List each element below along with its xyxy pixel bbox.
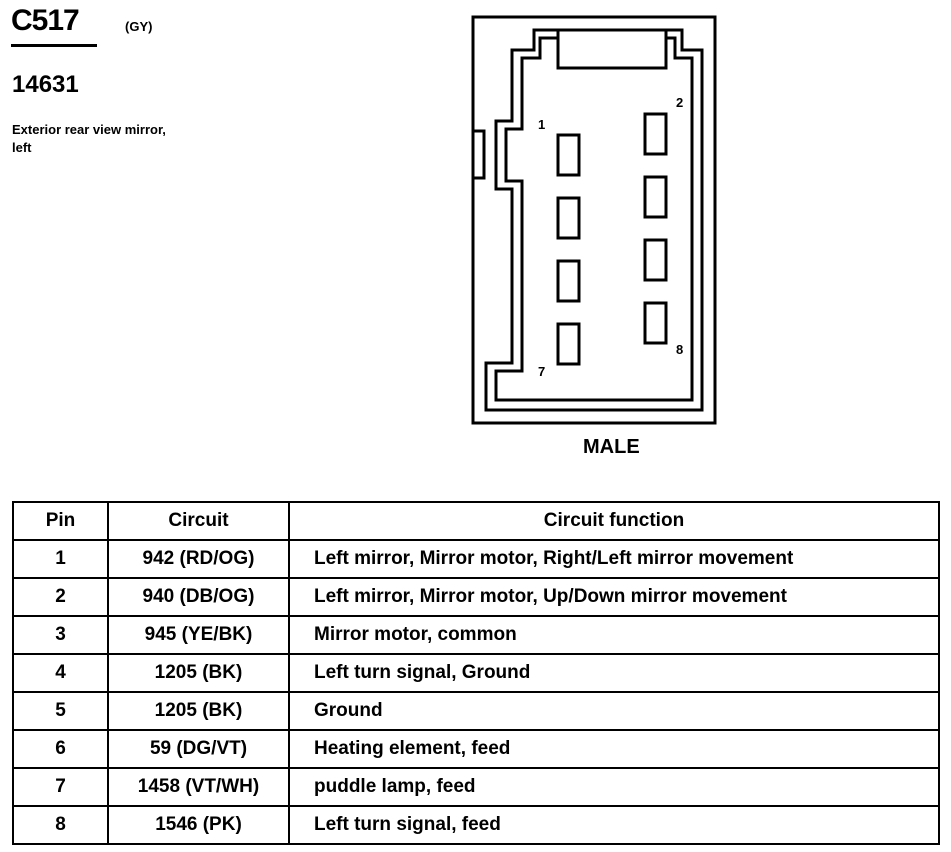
header-pin: Pin [12,501,109,541]
terminal-pin-7 [556,322,581,366]
terminal-pin-1 [556,133,581,177]
pin-cell: 4 [12,653,109,693]
circuit-cell: 1458 (VT/WH) [107,767,290,807]
circuit-cell: 945 (YE/BK) [107,615,290,655]
table-row: 8 1546 (PK) Left turn signal, feed [12,805,940,845]
pin-label-1: 1 [538,117,545,132]
pinout-header-row: Pin Circuit Circuit function [12,501,940,541]
pin-label-8: 8 [676,342,683,357]
connector-housing-inner [484,28,704,412]
function-cell: Ground [288,691,940,731]
function-cell: Heating element, feed [288,729,940,769]
part-number: 14631 [12,71,79,98]
table-row: 6 59 (DG/VT) Heating element, feed [12,729,940,769]
pinout-table: Pin Circuit Circuit function 1 942 (RD/O… [12,501,940,845]
table-row: 4 1205 (BK) Left turn signal, Ground [12,653,940,693]
pin-cell: 5 [12,691,109,731]
table-row: 5 1205 (BK) Ground [12,691,940,731]
function-cell: Left turn signal, feed [288,805,940,845]
pin-label-2: 2 [676,95,683,110]
connector-housing-outline [471,15,717,425]
connector-lock-tab [556,28,668,70]
circuit-cell: 940 (DB/OG) [107,577,290,617]
connector-description: Exterior rear view mirror, left [12,122,166,155]
circuit-cell: 1546 (PK) [107,805,290,845]
pin-cell: 3 [12,615,109,655]
pin-cell: 8 [12,805,109,845]
terminal-pin-3 [556,196,581,240]
function-cell: Left mirror, Mirror motor, Up/Down mirro… [288,577,940,617]
table-row: 7 1458 (VT/WH) puddle lamp, feed [12,767,940,807]
header-circuit-function: Circuit function [288,501,940,541]
header-circuit: Circuit [107,501,290,541]
terminal-pin-8 [643,301,668,345]
table-row: 1 942 (RD/OG) Left mirror, Mirror motor,… [12,539,940,579]
pin-cell: 7 [12,767,109,807]
circuit-cell: 942 (RD/OG) [107,539,290,579]
connector-gender-label: MALE [583,436,640,458]
terminal-pin-2 [643,112,668,156]
pin-label-7: 7 [538,364,545,379]
table-row: 3 945 (YE/BK) Mirror motor, common [12,615,940,655]
circuit-cell: 1205 (BK) [107,691,290,731]
terminal-pin-5 [556,259,581,303]
function-cell: Left turn signal, Ground [288,653,940,693]
function-cell: Left mirror, Mirror motor, Right/Left mi… [288,539,940,579]
connector-color-code: (GY) [125,19,153,34]
circuit-cell: 59 (DG/VT) [107,729,290,769]
function-cell: puddle lamp, feed [288,767,940,807]
connector-face-diagram: 1 2 7 8 [471,15,717,425]
table-row: 2 940 (DB/OG) Left mirror, Mirror motor,… [12,577,940,617]
pin-cell: 1 [12,539,109,579]
pin-cell: 6 [12,729,109,769]
pin-cell: 2 [12,577,109,617]
circuit-cell: 1205 (BK) [107,653,290,693]
connector-id: C517 [11,4,80,37]
connector-id-underline [11,44,97,47]
terminal-pin-4 [643,175,668,219]
connector-cavity-area [494,36,694,402]
terminal-pin-6 [643,238,668,282]
function-cell: Mirror motor, common [288,615,940,655]
